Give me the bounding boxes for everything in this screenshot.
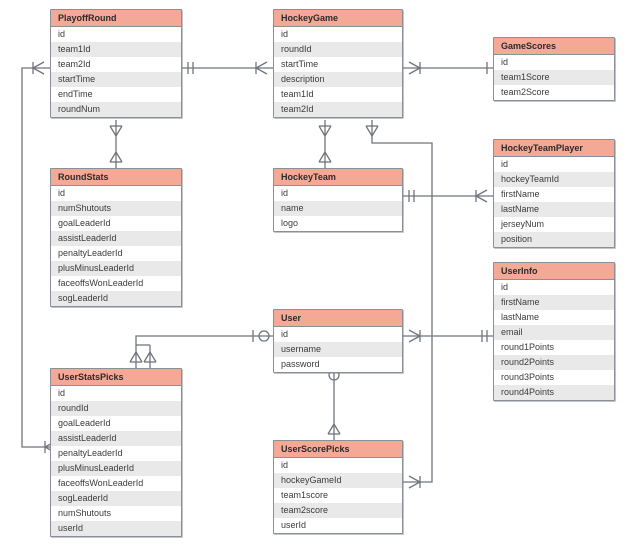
attribute-row: goalLeaderId bbox=[51, 416, 181, 431]
attribute-row: id bbox=[51, 386, 181, 401]
attribute-row: team2Id bbox=[51, 57, 181, 72]
attribute-row: penaltyLeaderId bbox=[51, 446, 181, 461]
entity-title: HockeyTeamPlayer bbox=[494, 140, 614, 157]
entity-title: GameScores bbox=[494, 38, 614, 55]
attribute-row: team1score bbox=[274, 488, 402, 503]
entity-playoffround[interactable]: PlayoffRound id team1Id team2Id startTim… bbox=[50, 9, 182, 118]
attribute-row: firstName bbox=[494, 187, 614, 202]
attribute-row: roundNum bbox=[51, 102, 181, 117]
entity-title: User bbox=[274, 310, 402, 327]
attribute-row: id bbox=[51, 27, 181, 42]
attribute-row: plusMinusLeaderId bbox=[51, 261, 181, 276]
attribute-row: round2Points bbox=[494, 355, 614, 370]
attribute-row: startTime bbox=[51, 72, 181, 87]
attribute-row: sogLeaderId bbox=[51, 491, 181, 506]
edge-user-userstatspicks bbox=[135, 335, 273, 368]
entity-hockeygame[interactable]: HockeyGame id roundId startTime descript… bbox=[273, 9, 403, 118]
attribute-row: sogLeaderId bbox=[51, 291, 181, 306]
attribute-row: assistLeaderId bbox=[51, 231, 181, 246]
attribute-row: id bbox=[274, 327, 402, 342]
entity-title: HockeyTeam bbox=[274, 169, 402, 186]
attribute-row: team2Id bbox=[274, 102, 402, 117]
attribute-row: logo bbox=[274, 216, 402, 231]
attribute-row: plusMinusLeaderId bbox=[51, 461, 181, 476]
attribute-row: description bbox=[274, 72, 402, 87]
entity-title: PlayoffRound bbox=[51, 10, 181, 27]
entity-roundstats[interactable]: RoundStats id numShutouts goalLeaderId a… bbox=[50, 168, 182, 307]
attribute-row: firstName bbox=[494, 295, 614, 310]
attribute-row: round4Points bbox=[494, 385, 614, 400]
attribute-row: round1Points bbox=[494, 340, 614, 355]
attribute-row: password bbox=[274, 357, 402, 372]
entity-title: RoundStats bbox=[51, 169, 181, 186]
attribute-row: name bbox=[274, 201, 402, 216]
attribute-row: roundId bbox=[274, 42, 402, 57]
entity-hockeyteam[interactable]: HockeyTeam id name logo bbox=[273, 168, 403, 232]
attribute-row: penaltyLeaderId bbox=[51, 246, 181, 261]
attribute-row: lastName bbox=[494, 202, 614, 217]
attribute-row: hockeyTeamId bbox=[494, 172, 614, 187]
attribute-row: team2score bbox=[274, 503, 402, 518]
attribute-row: id bbox=[274, 186, 402, 201]
attribute-row: jerseyNum bbox=[494, 217, 614, 232]
attribute-row: faceoffsWonLeaderId bbox=[51, 276, 181, 291]
attribute-row: email bbox=[494, 325, 614, 340]
entity-title: UserStatsPicks bbox=[51, 369, 181, 386]
attribute-row: lastName bbox=[494, 310, 614, 325]
attribute-row: faceoffsWonLeaderId bbox=[51, 476, 181, 491]
attribute-row: id bbox=[494, 157, 614, 172]
attribute-row: userId bbox=[274, 518, 402, 533]
attribute-row: numShutouts bbox=[51, 506, 181, 521]
attribute-row: id bbox=[494, 280, 614, 295]
attribute-row: endTime bbox=[51, 87, 181, 102]
attribute-row: position bbox=[494, 232, 614, 247]
attribute-row: id bbox=[494, 55, 614, 70]
edge-playoffround-userstatspicks bbox=[21, 67, 50, 448]
attribute-row: team1Id bbox=[51, 42, 181, 57]
attribute-row: roundId bbox=[51, 401, 181, 416]
attribute-row: numShutouts bbox=[51, 201, 181, 216]
attribute-row: username bbox=[274, 342, 402, 357]
attribute-row: goalLeaderId bbox=[51, 216, 181, 231]
attribute-row: assistLeaderId bbox=[51, 431, 181, 446]
attribute-row: hockeyGameId bbox=[274, 473, 402, 488]
attribute-row: team2Score bbox=[494, 85, 614, 100]
attribute-row: startTime bbox=[274, 57, 402, 72]
attribute-row: id bbox=[274, 458, 402, 473]
attribute-row: round3Points bbox=[494, 370, 614, 385]
attribute-row: id bbox=[51, 186, 181, 201]
entity-userstatspicks[interactable]: UserStatsPicks id roundId goalLeaderId a… bbox=[50, 368, 182, 537]
entity-title: UserInfo bbox=[494, 263, 614, 280]
attribute-row: team1Score bbox=[494, 70, 614, 85]
attribute-row: team1Id bbox=[274, 87, 402, 102]
entity-userscorepicks[interactable]: UserScorePicks id hockeyGameId team1scor… bbox=[273, 440, 403, 534]
entity-hockeyteamplayer[interactable]: HockeyTeamPlayer id hockeyTeamId firstNa… bbox=[493, 139, 615, 248]
entity-user[interactable]: User id username password bbox=[273, 309, 403, 373]
attribute-row: id bbox=[274, 27, 402, 42]
entity-gamescores[interactable]: GameScores id team1Score team2Score bbox=[493, 37, 615, 101]
entity-title: UserScorePicks bbox=[274, 441, 402, 458]
entity-userinfo[interactable]: UserInfo id firstName lastName email rou… bbox=[493, 262, 615, 401]
entity-title: HockeyGame bbox=[274, 10, 402, 27]
attribute-row: userId bbox=[51, 521, 181, 536]
